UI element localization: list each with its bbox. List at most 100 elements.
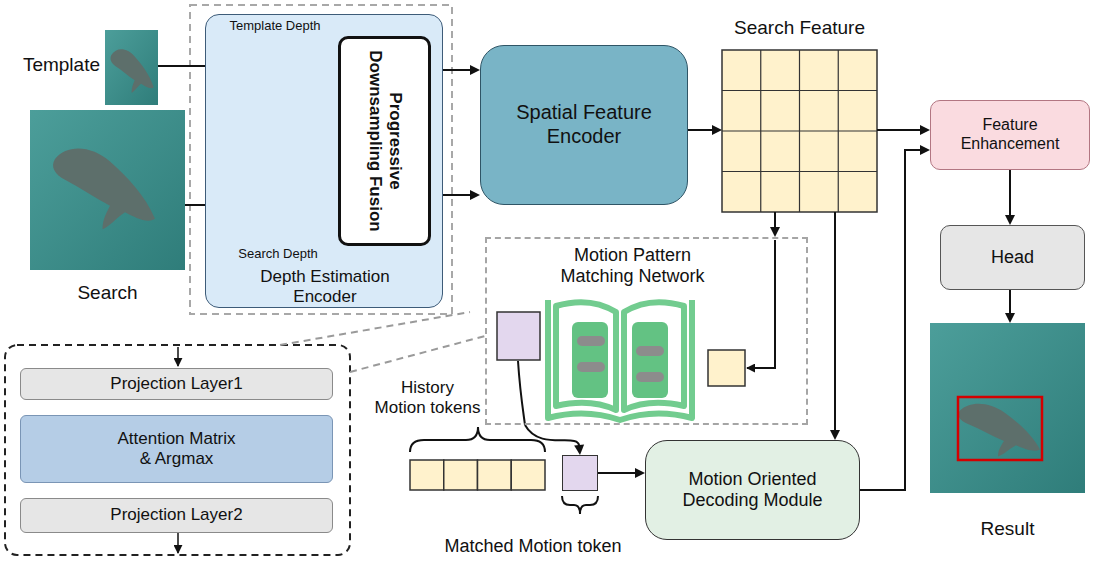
connector-arrow xyxy=(830,212,840,440)
connector-line xyxy=(1009,290,1011,314)
layer-box: Projection Layer2 xyxy=(20,498,333,533)
node-label: Progressive Downsampling Fusion xyxy=(364,44,404,238)
process-box: Motion Oriented Decoding Module xyxy=(645,440,860,540)
template-depth-node: Template Depth xyxy=(244,37,306,97)
node-label: Projection Layer2 xyxy=(110,505,242,525)
node-label: Matched Motion token xyxy=(363,536,703,557)
node-label: Motion Pattern Matching Network xyxy=(545,245,720,287)
feature-token xyxy=(708,350,745,386)
node-label: Depth Estimation Encoder xyxy=(250,267,400,307)
history-brace xyxy=(410,427,545,452)
book-icon xyxy=(548,300,692,420)
arrow-head xyxy=(830,430,840,440)
detail-out-arrow xyxy=(177,531,179,553)
search-image-node: Search xyxy=(30,110,185,270)
arrow-head xyxy=(574,445,584,455)
arrow-head xyxy=(470,190,480,200)
node-label: Projection Layer1 xyxy=(110,374,242,394)
result-water xyxy=(930,323,1085,493)
node-label: Search Feature xyxy=(712,17,887,39)
node-label: Motion Oriented Decoding Module xyxy=(663,469,843,511)
connector-arrow xyxy=(770,212,780,237)
arrow-head xyxy=(770,227,780,237)
history-token xyxy=(511,460,545,490)
detail-leader xyxy=(350,336,485,372)
layer-box: Projection Layer1 xyxy=(20,368,333,400)
query-token-line xyxy=(518,361,525,425)
arrow-head xyxy=(1005,215,1015,225)
connector-line xyxy=(688,129,713,131)
template-image-node: Template xyxy=(105,30,158,105)
query-token xyxy=(497,312,540,360)
node-label: History Motion tokens xyxy=(374,378,481,418)
encoder-box: Depth Estimation Encoder Template DepthSe… xyxy=(205,14,443,308)
fusion-box: Progressive Downsampling Fusion xyxy=(338,36,431,246)
connector-line xyxy=(598,472,636,474)
process-box: Feature Enhancement xyxy=(930,100,1090,170)
network-region: Motion Pattern Matching Network xyxy=(485,237,808,425)
arrow-head xyxy=(920,145,930,155)
arrow-head xyxy=(920,125,930,135)
connector-arrow xyxy=(688,125,722,135)
node-label: Feature Enhancement xyxy=(938,116,1082,154)
connector-line xyxy=(1009,170,1011,216)
book-page-right xyxy=(624,302,684,410)
book-bar xyxy=(577,362,605,372)
matched-token: Matched Motion token xyxy=(562,455,598,491)
book-inner-left xyxy=(572,322,608,398)
layer-box: Attention Matrix & Argmax xyxy=(20,415,333,483)
search-depth-node: Search Depth xyxy=(237,166,319,244)
token-row-node: History Motion tokens xyxy=(410,460,545,490)
history-token xyxy=(410,460,444,490)
process-box: Head xyxy=(940,225,1085,290)
connector-arrow xyxy=(525,425,584,455)
arrow-head xyxy=(712,125,722,135)
history-token xyxy=(478,460,512,490)
connector-arrow xyxy=(1005,290,1015,323)
detail-leader xyxy=(280,312,470,345)
node-label: Attention Matrix & Argmax xyxy=(114,429,239,469)
book-page-left xyxy=(556,302,616,410)
connector-line xyxy=(877,129,921,131)
book-inner-right xyxy=(632,322,668,398)
node-label: Spatial Feature Encoder xyxy=(509,101,659,148)
search-water xyxy=(30,110,185,270)
result-box xyxy=(958,397,1042,460)
node-label: Search Depth xyxy=(217,246,339,261)
encoder-process-box: Spatial Feature Encoder xyxy=(480,45,688,205)
grid-frame xyxy=(722,50,877,212)
template-image xyxy=(105,30,158,105)
template-water xyxy=(105,30,158,105)
history-token-row xyxy=(410,460,545,490)
history-token xyxy=(444,460,478,490)
result-seal xyxy=(958,404,1040,457)
book-bar xyxy=(636,346,664,356)
feature-to-token-line xyxy=(747,240,775,368)
connector-line xyxy=(774,212,776,228)
node-label: Search xyxy=(30,282,185,304)
search-feature-grid xyxy=(722,50,877,212)
detail-in-arrow xyxy=(177,347,179,366)
connector-arrow xyxy=(877,125,930,135)
connector-line xyxy=(834,212,836,431)
connector-arrow xyxy=(1005,170,1015,225)
search-image xyxy=(30,110,185,270)
node-label: Template Depth xyxy=(219,18,331,33)
connector-line xyxy=(525,425,579,446)
template-seal xyxy=(111,49,154,92)
search-seal xyxy=(53,149,155,230)
book-bar xyxy=(577,336,605,346)
book-bar xyxy=(636,372,664,382)
matched-brace xyxy=(562,496,598,514)
node-label: Result xyxy=(930,518,1085,540)
connector-arrow xyxy=(860,145,930,490)
connector-line xyxy=(860,150,921,490)
connector-arrow xyxy=(598,468,645,478)
feature-grid-node: Search Feature xyxy=(722,50,877,212)
node-label: Head xyxy=(991,247,1034,268)
node-label: Template xyxy=(5,54,100,76)
detail-dashed-region xyxy=(5,345,350,555)
arrow-head xyxy=(635,468,645,478)
encoder-dashed-region xyxy=(190,5,452,314)
